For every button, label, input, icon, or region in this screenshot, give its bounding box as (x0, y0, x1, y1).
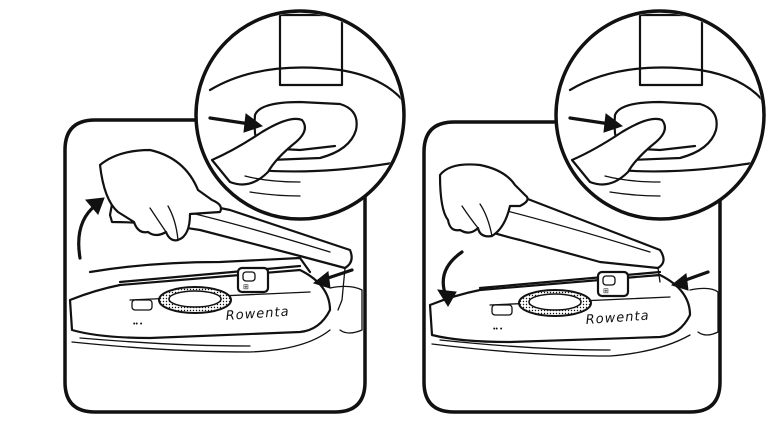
setting-icon: ⊞ (236, 266, 270, 294)
soleplate (71, 329, 331, 353)
tag-label (278, 13, 344, 87)
pointing-finger (210, 117, 307, 186)
light-indicator (131, 299, 153, 311)
iron-body (68, 268, 332, 340)
lower-down-arrow (437, 250, 464, 307)
tag-label (638, 13, 704, 87)
iron-body (428, 273, 692, 344)
temperature-dial (158, 286, 232, 314)
setting-icon: ⊞ (596, 270, 630, 298)
svg-text:⊞: ⊞ (603, 288, 609, 295)
temp-marks: •• • (133, 321, 143, 328)
press-arrow (568, 113, 624, 133)
svg-text:⊞: ⊞ (243, 284, 249, 291)
zoom-loupe (194, 9, 406, 221)
panel-lift-handle: ⊞ Rowenta •• • (63, 9, 406, 414)
pointer-arrow (312, 268, 354, 289)
pointing-finger (570, 117, 667, 186)
temperature-dial (518, 289, 592, 317)
lift-up-arrow (77, 197, 105, 260)
temp-marks: •• • (493, 326, 503, 333)
press-arrow (208, 113, 264, 133)
brand-label: Rowenta (225, 305, 290, 324)
light-indicator (491, 304, 513, 316)
brand-label: Rowenta (585, 309, 650, 328)
soleplate (431, 334, 691, 357)
zoom-loupe (554, 9, 766, 221)
pointer-arrow (670, 270, 710, 291)
iron-top-shell (88, 256, 312, 274)
panel-lower-handle: ⊞ Rowenta •• • (422, 9, 766, 414)
